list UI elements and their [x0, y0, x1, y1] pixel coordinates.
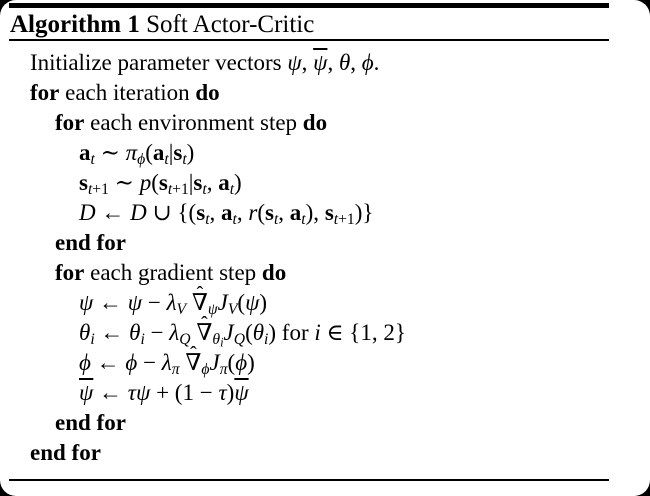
- algorithm-label: Algorithm 1: [10, 11, 140, 38]
- algorithm-line: for each gradient step do: [55, 260, 287, 285]
- algorithm-name: Soft Actor-Critic: [146, 11, 315, 38]
- algorithm-line: end for: [30, 440, 101, 465]
- algorithm-line: ϕ ← ϕ − λπ ∇ϕJπ(ϕ): [0, 340, 650, 378]
- algorithm-line: at ∼ πϕ(at|st): [79, 140, 195, 168]
- top-rule: [9, 3, 609, 8]
- algorithm-line: ψ ← ψ − λV ∇ψJV(ψ): [0, 280, 650, 318]
- algorithm-line: for each environment step do: [55, 110, 328, 135]
- algorithm-title: Algorithm 1 Soft Actor-Critic: [10, 11, 314, 38]
- header-rule: [9, 39, 609, 41]
- bottom-rule: [9, 479, 609, 481]
- algorithm-line: Initialize parameter vectors ψ, ψ, θ, ϕ.: [30, 50, 380, 75]
- algorithm-line: end for: [55, 410, 126, 435]
- algorithm-line: for each iteration do: [30, 80, 220, 105]
- algorithm-line: D ← D ∪ {(st, at, r(st, at), st+1)}: [79, 200, 374, 228]
- algorithm-line: end for: [55, 230, 126, 255]
- algorithm-line: θi ← θi − λQ ∇θiJQ(θi) for i ∈ {1, 2}: [0, 310, 650, 348]
- algorithm-line: st+1 ∼ p(st+1|st, at): [79, 170, 242, 198]
- algorithm-body: Initialize parameter vectors ψ, ψ, θ, ϕ.…: [0, 48, 650, 468]
- algorithm-line: ψ ← τψ + (1 − τ)ψ: [79, 380, 249, 405]
